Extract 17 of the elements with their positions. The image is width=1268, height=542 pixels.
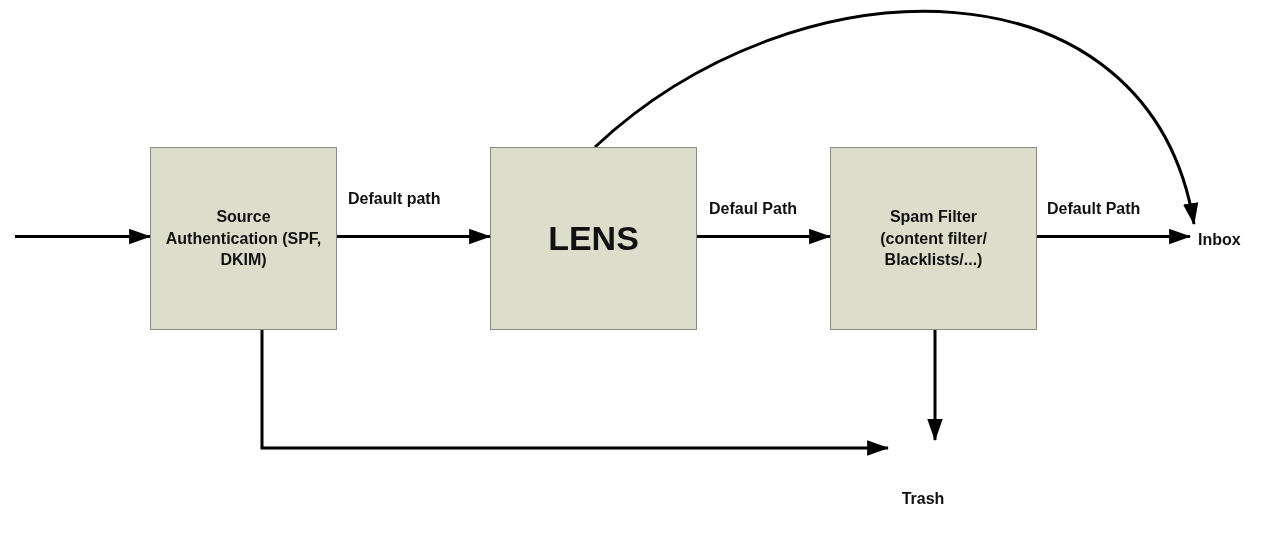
- process-box: [150, 147, 337, 330]
- box-label: (content filter/ Blacklists/...): [879, 228, 988, 271]
- box-label: Spam Filter: [889, 207, 978, 228]
- box-label: LENS: [548, 217, 639, 259]
- process-box: [830, 147, 1037, 330]
- arrow: [260, 330, 890, 456]
- node-text: Trash: [901, 489, 945, 510]
- edge-label: Default path: [346, 190, 443, 208]
- arrow: [927, 330, 943, 442]
- arrow: [1037, 228, 1192, 245]
- arrow: [337, 228, 492, 245]
- node-text: Inbox: [1198, 230, 1241, 251]
- arrow: [15, 228, 152, 245]
- arrow: [697, 228, 832, 245]
- arrow: [594, 11, 1196, 226]
- process-box: [490, 147, 697, 330]
- box-label: Source Authentication (SPF, DKIM): [164, 207, 323, 271]
